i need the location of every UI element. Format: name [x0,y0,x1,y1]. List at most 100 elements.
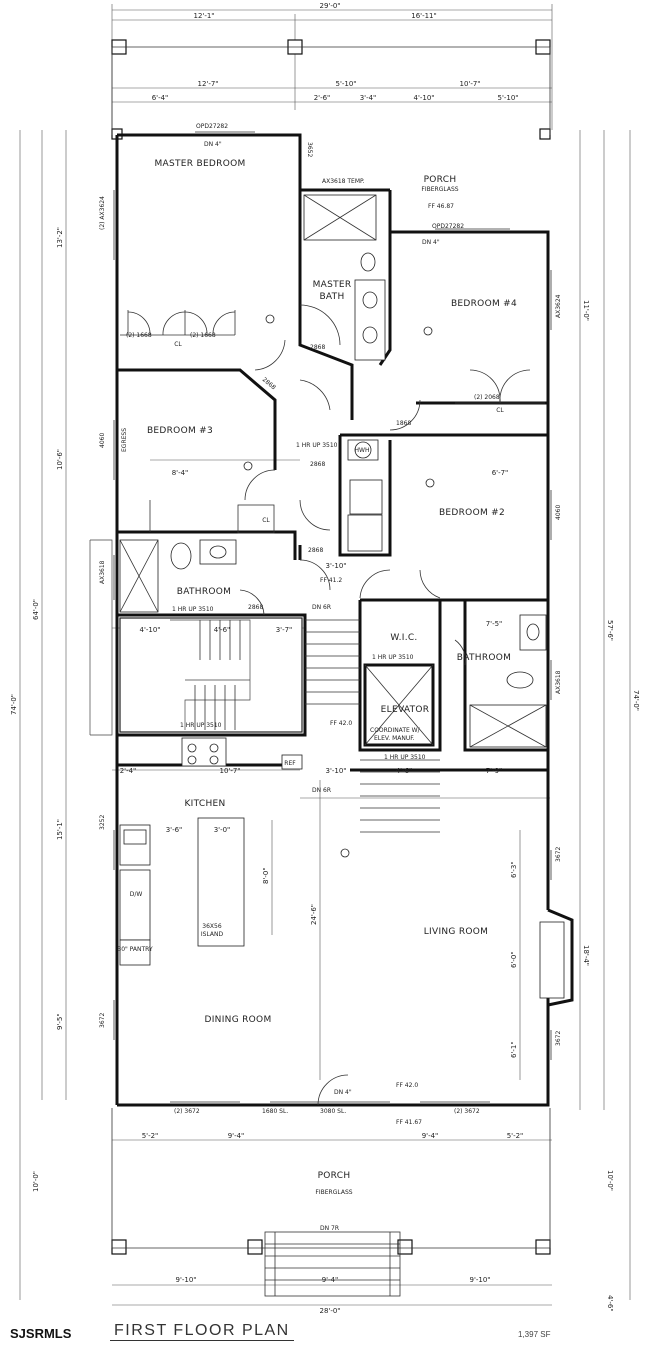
label-ref: REF [284,760,296,767]
note-cl1668a: (2) 1668 [126,332,152,339]
note-win-bot1: (2) 3672 [174,1108,200,1115]
dimension-lines [19,4,631,1306]
dim-r2-a: 12'-7" [197,80,218,88]
room-labels: MASTER BEDROOM PORCH FIBERGLASS MASTER B… [117,159,517,1196]
dim-island-b: 3'-0" [214,826,231,834]
dimension-labels: 29'-0" 12'-1" 16'-11" 12'-7" 5'-10" 10'-… [10,2,640,1315]
note-coord: COORDINATE W/ [370,727,421,734]
note-hr-up-b: 1 HR UP 3510 [180,722,222,729]
note-cl2068: (2) 2068 [474,394,500,401]
dim-r2-c: 10'-7" [459,80,480,88]
dim-top-left: 12'-1" [193,12,214,20]
note-opd-top: OPD27282 [196,123,228,130]
plan-title: FIRST FLOOR PLAN [110,1322,294,1341]
note-ff-468: FF 46.87 [428,203,454,210]
label-kitchen: KITCHEN [184,799,225,809]
note-d2868c: 2868 [308,547,323,554]
dim-kitchen-a: 2'-4" [120,767,137,775]
dim-right-11: 11'-0" [582,300,590,321]
note-sl2: 3080 SL. [320,1108,346,1115]
label-bedroom-4: BEDROOM #4 [451,299,517,309]
label-island-2: ISLAND [201,931,224,938]
note-hr-up-d: 1 HR UP 3510 [372,654,414,661]
label-dining-room: DINING ROOM [204,1015,271,1025]
dim-r2-b: 5'-10" [335,80,356,88]
label-wic: W.I.C. [390,633,417,643]
dim-left-10b: 10'-0" [32,1171,40,1192]
doors [120,304,545,1106]
note-dn6r-a: DN 6R [312,604,331,611]
dim-top-total: 29'-0" [319,2,340,10]
dim-living-b: 6'-0" [510,951,518,968]
dim-left-9: 9'-5" [56,1013,64,1030]
ceiling-fans [243,314,435,858]
note-ff-412: FF 41.2 [320,577,342,584]
dim-bath-r: 7'-5" [486,620,503,628]
dim-left-13: 13'-2" [56,227,64,248]
note-win-bot2: (2) 3672 [454,1108,480,1115]
dim-top-right: 16'-11" [411,12,436,20]
dim-elev-a: 4'-6" [396,767,413,775]
dim-r3-c: 3'-4" [360,94,377,102]
label-bedroom-3: BEDROOM #3 [147,426,213,436]
dim-right-total: 74'-0" [632,690,640,711]
porch-columns [111,39,551,1255]
dim-bot-c: 9'-10" [469,1276,490,1284]
label-pantry: 30" PANTRY [117,946,153,953]
note-dn7r: DN 7R [320,1225,339,1232]
plan-notes: DN 4" OPD27282 AX3618 TEMP. FF 46.87 OPD… [99,123,562,1232]
label-bathroom-right: BATHROOM [457,653,511,663]
dim-left-total: 74'-0" [10,694,18,715]
note-d1868: 1868 [396,420,411,427]
dim-left-64: 64'-0" [32,599,40,620]
note-ax3624a: (2) AX3624 [99,196,106,230]
note-hr-up-a: 1 HR UP 3510 [296,442,338,449]
dim-island-h: 8'-0" [262,867,270,884]
label-porch-top: PORCH [424,175,457,185]
note-hr-up-e: 1 HR UP 3510 [384,754,426,761]
dim-bed2-w: 6'-7" [492,469,509,477]
dim-r3-a: 6'-4" [152,94,169,102]
dim-island-a: 3'-6" [166,826,183,834]
dim-living-a: 6'-3" [510,861,518,878]
label-bedroom-2: BEDROOM #2 [439,508,505,518]
label-island-1: 36X56 [202,923,222,930]
note-egress: EGRESS [121,428,128,452]
dim-left-10: 10'-6" [56,449,64,470]
dim-right-4: 4'-6" [606,1295,614,1312]
note-ax3618-temp: AX3618 TEMP. [322,178,365,185]
dim-kitchen-w: 10'-7" [219,767,240,775]
label-cl-master: CL [174,341,182,348]
dim-hall-w: 3'-10" [325,562,346,570]
dim-right-18: 18'-4" [582,945,590,966]
dim-porch-d: 5'-2" [507,1132,524,1140]
label-dw: D/W [130,891,143,898]
dim-living-h: 24'-6" [310,904,318,925]
note-ax3618a: AX3618 [99,560,106,584]
note-d2868a: 2868 [310,344,325,351]
note-sl1: 1680 SL. [262,1108,288,1115]
label-elevator: ELEVATOR [381,705,430,715]
stairs [119,617,440,833]
note-ff-420a: FF 42.0 [330,720,352,727]
note-w3672c: 3672 [555,1031,562,1046]
label-cl-bed4: CL [496,407,504,414]
dim-stair-c: 3'-7" [276,626,293,634]
dim-r3-e: 5'-10" [497,94,518,102]
dim-stair-b: 4'-6" [214,626,231,634]
note-dn4-bottom: DN 4" [334,1089,352,1096]
dim-left-15: 15'-1" [56,819,64,840]
label-porch-bottom-sub: FIBERGLASS [315,1189,352,1196]
kitchen-fixtures [119,737,565,999]
label-hwh: HWH [355,447,370,454]
note-coord2: ELEV. MANUF. [374,735,415,742]
dim-porch-b: 9'-4" [228,1132,245,1140]
mls-watermark: SJSRMLS [10,1326,72,1341]
label-master-bath-1: MASTER [313,280,352,290]
dim-bot-total: 28'-0" [319,1307,340,1315]
bath-fixtures [119,194,547,748]
note-dn4-top: DN 4" [204,141,222,148]
dim-right-57: 57'-6" [606,620,614,641]
dim-porch-a: 5'-2" [142,1132,159,1140]
